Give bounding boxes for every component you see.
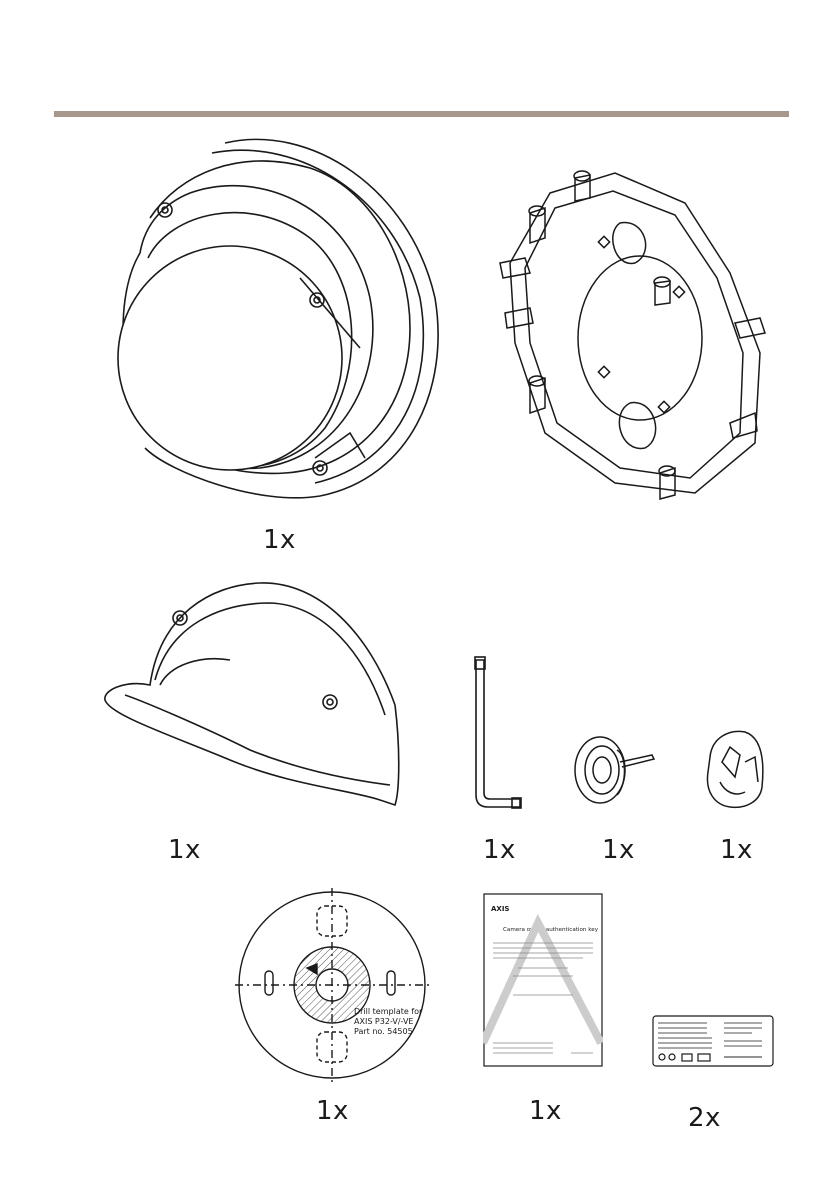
header-rule	[54, 102, 789, 108]
document-brand: AXIS	[491, 905, 509, 913]
drill-template-text-3: Part no. 54505	[354, 1027, 413, 1036]
drill-template-text-1: Drill template for	[354, 1007, 423, 1016]
drill-template-illustration: Drill template for AXIS P32-V/-VE Part n…	[235, 888, 430, 1083]
product-labels-illustration	[652, 1015, 774, 1067]
header-rule-bar	[54, 111, 789, 117]
quantity-label: 1x	[263, 527, 296, 553]
dome-camera-illustration	[110, 128, 450, 503]
quantity-label: 1x	[529, 1098, 562, 1124]
quantity-label: 1x	[602, 837, 635, 863]
quantity-label: 1x	[316, 1098, 349, 1124]
hex-key-illustration	[468, 655, 530, 810]
quantity-label: 1x	[483, 837, 516, 863]
cable-gasket-illustration	[572, 730, 657, 810]
mounting-bracket-illustration	[495, 163, 770, 503]
document-heading: Camera owner authentication key	[503, 927, 599, 933]
authentication-key-document-illustration: AXIS Camera owner authentication key	[483, 893, 603, 1068]
drill-template-text-2: AXIS P32-V/-VE	[354, 1017, 413, 1026]
connector-guard-illustration	[700, 727, 768, 812]
weathershield-illustration	[100, 575, 410, 810]
quantity-label: 1x	[720, 837, 753, 863]
quantity-label: 1x	[168, 837, 201, 863]
quantity-label: 2x	[688, 1105, 721, 1131]
